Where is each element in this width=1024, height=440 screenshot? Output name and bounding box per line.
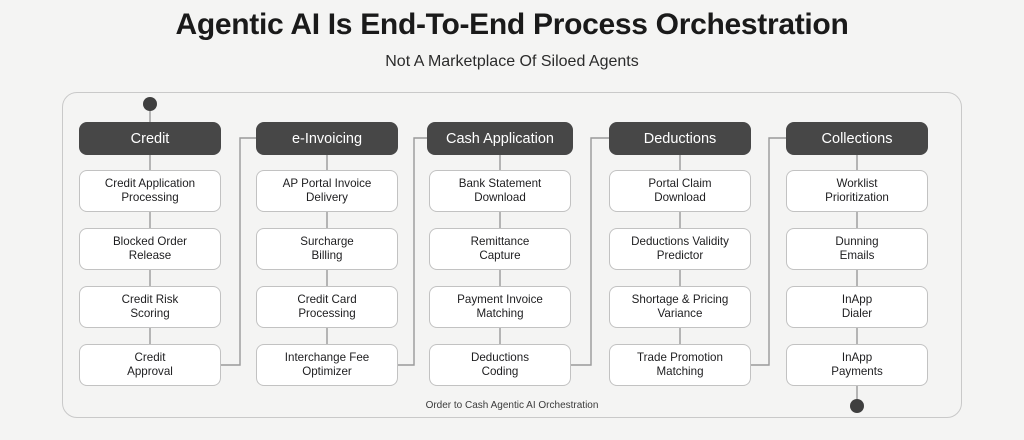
column-header-collections[interactable]: Collections	[786, 122, 928, 155]
node-line-1: Deductions Validity	[631, 235, 729, 249]
node-line-1: Credit	[134, 351, 166, 365]
node-line-2: Release	[128, 249, 172, 262]
node-line-1: Dunning	[835, 235, 879, 249]
node-line-2: Matching	[656, 365, 704, 378]
node-line-2: Matching	[476, 307, 524, 320]
node-line-1: Worklist	[836, 177, 878, 191]
node-line-1: Credit Application	[104, 177, 196, 191]
node-line-1: InApp	[841, 293, 873, 307]
node-line-1: Trade Promotion	[637, 351, 723, 365]
page-subtitle: Not A Marketplace Of Siloed Agents	[385, 53, 639, 70]
diagram-caption: Order to Cash Agentic AI Orchestration	[425, 400, 599, 411]
node-line-2: Predictor	[656, 249, 704, 262]
node-line-2: Download	[474, 191, 526, 204]
column-header-e-invoicing[interactable]: e-Invoicing	[256, 122, 398, 155]
column-header-cash-application[interactable]: Cash Application	[427, 122, 573, 155]
node-line-1: Shortage & Pricing	[631, 293, 729, 307]
node-line-1: Deductions	[470, 351, 529, 365]
node-line-1: Interchange Fee	[284, 351, 370, 365]
node-line-2: Emails	[839, 249, 875, 262]
column-header-deductions[interactable]: Deductions	[609, 122, 751, 155]
node-line-1: InApp	[841, 351, 873, 365]
node-line-1: Portal Claim	[648, 177, 712, 191]
node-line-1: Credit Card	[297, 293, 357, 307]
node-line-2: Dialer	[841, 307, 873, 320]
node-line-2: Processing	[298, 307, 356, 320]
node-line-2: Variance	[657, 307, 703, 320]
node-line-1: Blocked Order	[112, 235, 188, 249]
node-line-2: Scoring	[130, 307, 170, 320]
node-line-2: Coding	[481, 365, 519, 378]
node-line-2: Capture	[479, 249, 521, 262]
node-line-2: Prioritization	[825, 191, 889, 204]
node-line-2: Optimizer	[302, 365, 352, 378]
node-line-2: Approval	[127, 365, 173, 378]
node-line-2: Payments	[831, 365, 883, 378]
node-line-1: Credit Risk	[121, 293, 179, 307]
node-line-2: Delivery	[306, 191, 348, 204]
page-title: Agentic AI Is End-To-End Process Orchest…	[175, 8, 849, 41]
node-line-1: AP Portal Invoice	[282, 177, 372, 191]
node-line-1: Bank Statement	[458, 177, 542, 191]
node-line-2: Processing	[121, 191, 179, 204]
column-header-credit[interactable]: Credit	[79, 122, 221, 155]
node-line-1: Remittance	[470, 235, 530, 249]
node-line-2: Download	[654, 191, 706, 204]
node-line-1: Payment Invoice	[457, 293, 543, 307]
node-line-2: Billing	[311, 249, 343, 262]
node-line-1: Surcharge	[300, 235, 354, 249]
